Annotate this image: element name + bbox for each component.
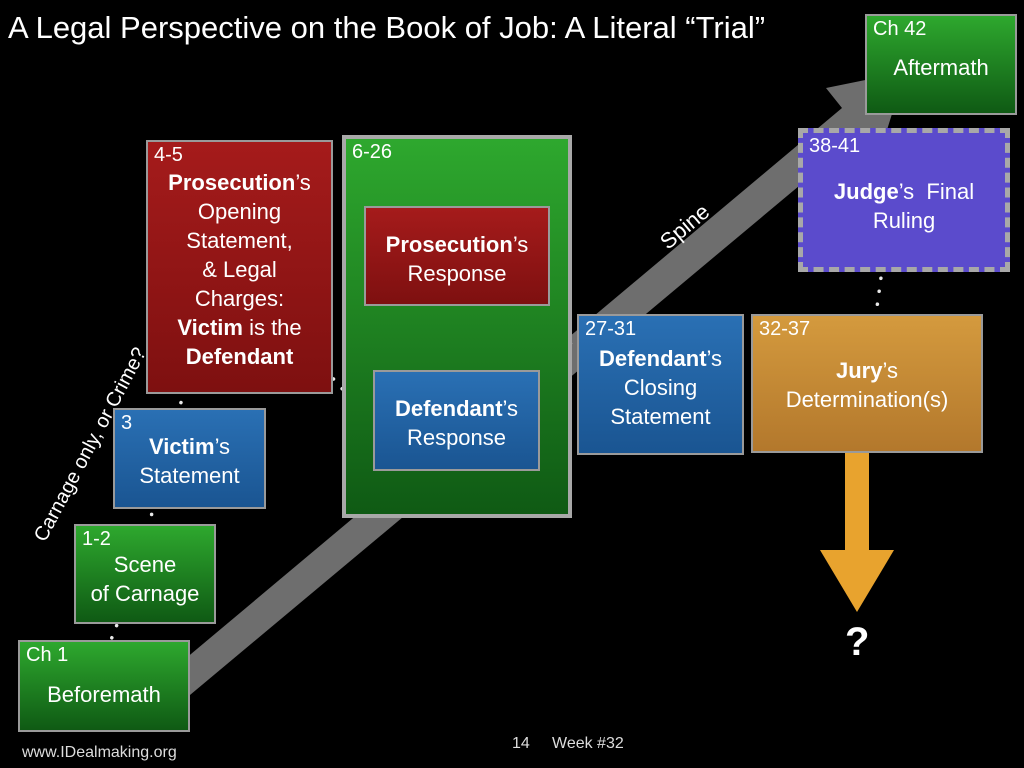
box-defendant-response: Defendant’s Response <box>373 370 540 471</box>
word: ’s <box>882 358 898 383</box>
bold-word: Prosecution <box>385 232 513 257</box>
line: Response <box>407 261 507 286</box>
line: of Carnage <box>90 581 200 606</box>
bold-word: Judge <box>833 179 899 204</box>
line: Statement <box>139 463 240 488</box>
footer-website: www.IDealmaking.org <box>22 744 177 761</box>
down-arrow-orange <box>820 550 894 612</box>
box-number: 32-37 <box>759 318 811 340</box>
box-text: Judge’s Final Ruling <box>803 177 1005 235</box>
box-text: Beforemath <box>47 682 161 707</box>
question-mark: ? <box>845 620 870 664</box>
box-number: Ch 42 <box>873 18 927 40</box>
word: ’s <box>295 170 311 195</box>
box-ch32-37: 32-37 Jury’s Determination(s) <box>751 314 983 453</box>
line: Opening <box>197 199 282 224</box>
word: ’s <box>214 434 231 459</box>
bold-word: Defendant <box>394 396 503 421</box>
footer-page-number: 14 <box>512 735 530 752</box>
box-number: 27-31 <box>585 318 637 340</box>
box-ch1-2: 1-2 Scene of Carnage <box>74 524 216 624</box>
box-text: Aftermath <box>893 55 989 80</box>
footer-week: Week #32 <box>552 735 624 752</box>
bold-word: Victim <box>148 434 215 459</box>
box-number: Ch 1 <box>26 644 69 666</box>
box-text: Prosecution’s Opening Statement, & Legal… <box>148 168 331 371</box>
word: ’s Final <box>898 179 975 204</box>
box-ch42: Ch 42 Aftermath <box>865 14 1017 115</box>
box-text: Victim’s Statement <box>115 432 264 490</box>
box-ch3: 3 Victim’s Statement <box>113 408 266 509</box>
box-text: Defendant’s Closing Statement <box>579 344 742 431</box>
box-ch4-5: 4-5 Prosecution’s Opening Statement, & L… <box>146 140 333 394</box>
word: is the <box>242 315 302 340</box>
word: ’s <box>502 396 519 421</box>
bold-word: Prosecution <box>168 170 296 195</box>
word: ’s <box>512 232 529 257</box>
bold-word: Defendant <box>598 346 707 371</box>
bold-word: Jury <box>836 358 883 383</box>
line: Closing <box>623 375 698 400</box>
word: ’s <box>706 346 723 371</box>
line: Determination(s) <box>785 387 949 412</box>
line: Ruling <box>872 208 936 233</box>
box-text: Defendant’s Response <box>375 394 538 452</box>
line: Statement, <box>186 228 293 253</box>
box-text: Prosecution’s Response <box>366 230 548 288</box>
bold-word: Victim <box>177 315 243 340</box>
box-number: 4-5 <box>154 144 183 166</box>
box-text: Jury’s Determination(s) <box>753 356 981 414</box>
box-ch38-41: 38-41 Judge’s Final Ruling <box>798 128 1010 272</box>
box-number: 38-41 <box>809 135 861 157</box>
box-number: 6-26 <box>352 141 393 163</box>
box-prosecution-response: Prosecution’s Response <box>364 206 550 306</box>
bold-word: Defendant <box>185 344 294 369</box>
box-number: 1-2 <box>82 528 111 550</box>
box-text: Scene of Carnage <box>76 550 214 608</box>
line: & Legal <box>202 257 277 282</box>
line: Response <box>406 425 507 450</box>
line: Scene <box>113 552 177 577</box>
line: Statement <box>610 404 711 429</box>
box-ch27-31: 27-31 Defendant’s Closing Statement <box>577 314 744 455</box>
page-title: A Legal Perspective on the Book of Job: … <box>8 10 766 45</box>
box-number: 3 <box>121 412 133 434</box>
line: Charges: <box>194 286 285 311</box>
box-ch1: Ch 1 Beforemath <box>18 640 190 732</box>
